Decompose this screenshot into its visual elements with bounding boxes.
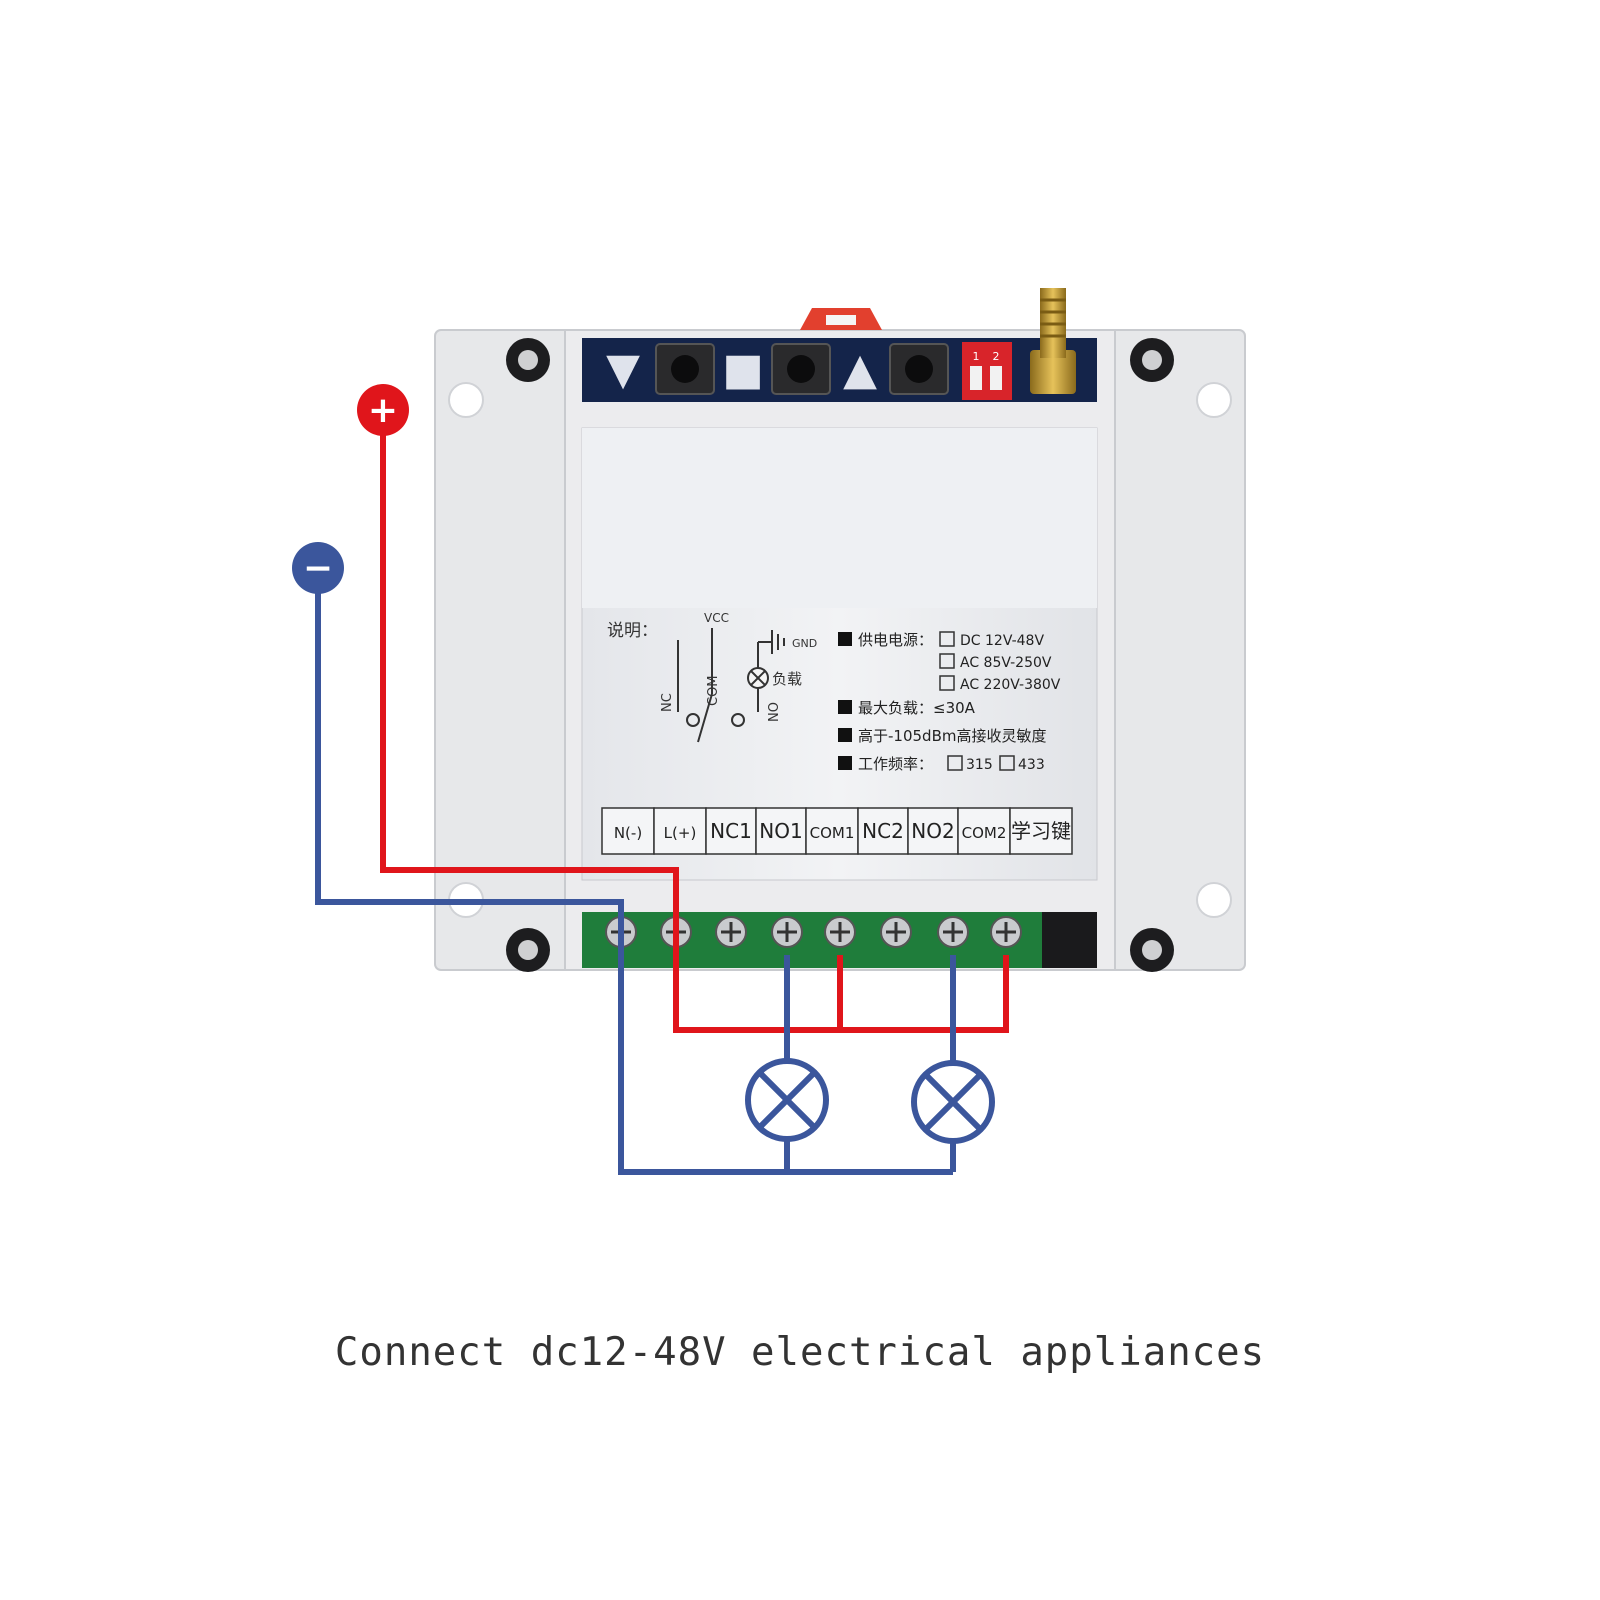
- relay-schematic: 说明： VCC NC COM NO GND 负载: [607, 611, 817, 743]
- terminal-label: NO1: [759, 819, 802, 843]
- down-arrow-icon: ▼: [606, 344, 640, 395]
- mount-hole: [448, 382, 484, 418]
- terminal-screw-icon[interactable]: [715, 916, 747, 948]
- terminal-label-cell: [907, 807, 959, 855]
- checkbox-ac-85: [939, 653, 955, 669]
- checkbox-315: [947, 755, 963, 771]
- terminal-label-cell: [653, 807, 707, 855]
- terminal-label-cell: [805, 807, 859, 855]
- terminal-label-cell: [705, 807, 757, 855]
- push-button-stop[interactable]: [771, 343, 831, 395]
- frequency-label: 工作频率：: [858, 755, 933, 773]
- terminal-screw-icon[interactable]: [990, 916, 1022, 948]
- negative-return-wire: [618, 930, 953, 1175]
- load-lamp-icon: [747, 667, 769, 689]
- mount-hole: [1196, 882, 1232, 918]
- terminal-label: N(-): [614, 824, 642, 842]
- caption: Connect dc12-48V electrical appliances: [334, 1330, 1266, 1375]
- antenna-connector-icon: [1030, 288, 1076, 394]
- screw-top-right: [1130, 338, 1174, 382]
- terminal-screw-icon[interactable]: [771, 916, 803, 948]
- learn-button-housing[interactable]: [1042, 912, 1097, 968]
- screw-bottom-left: [506, 928, 550, 972]
- negative-terminal-icon: −: [292, 542, 344, 594]
- positive-supply-wire: [380, 425, 679, 930]
- com-label: COM: [706, 675, 721, 706]
- power-option-dc: DC 12V-48V: [960, 633, 1044, 649]
- power-option-ac-220: AC 220V-380V: [960, 677, 1061, 693]
- terminal-label-cell: [857, 807, 909, 855]
- lamp-1-icon: [745, 1058, 829, 1142]
- terminal-label-cell: [957, 807, 1011, 855]
- push-button-up[interactable]: [889, 343, 949, 395]
- screw-bottom-right: [1130, 928, 1174, 972]
- up-arrow-icon: ▲: [843, 344, 877, 395]
- checkbox-433: [999, 755, 1015, 771]
- nc-label: NC: [660, 693, 675, 712]
- frequency-option-315: 315: [966, 757, 993, 773]
- lamp-2-icon: [911, 1060, 995, 1144]
- terminal-screw-icon[interactable]: [937, 916, 969, 948]
- dip-switch-label-1: 1: [973, 350, 980, 363]
- spec-list: 供电电源： DC 12V-48V AC 85V-250V AC 220V-380…: [838, 631, 1061, 773]
- max-load-label: 最大负载：≤30A: [858, 699, 976, 717]
- positive-symbol: +: [368, 390, 398, 431]
- push-button-down[interactable]: [655, 343, 715, 395]
- dip-switch[interactable]: 1 2: [962, 342, 1012, 400]
- terminal-label: NC2: [862, 819, 904, 843]
- terminal-block: [582, 912, 1042, 968]
- positive-terminal-icon: +: [357, 384, 409, 436]
- mount-flange-left: [434, 329, 586, 971]
- terminal-label-cell: [601, 807, 655, 855]
- terminal-label-cell: [1009, 807, 1073, 855]
- no-label: NO: [767, 702, 782, 722]
- terminal-screw-icon[interactable]: [880, 916, 912, 948]
- mount-hole: [1196, 382, 1232, 418]
- terminal-screw-icon[interactable]: [824, 916, 856, 948]
- terminal-label: NO2: [911, 819, 954, 843]
- stop-square-icon: ■: [722, 344, 764, 395]
- dip-switch-label-2: 2: [993, 350, 1000, 363]
- checkbox-ac-220: [939, 675, 955, 691]
- terminal-label: 学习键: [1011, 819, 1071, 843]
- screw-top-left: [506, 338, 550, 382]
- terminal-label: COM2: [962, 824, 1007, 842]
- vcc-label: VCC: [704, 611, 729, 625]
- power-option-ac-85: AC 85V-250V: [960, 655, 1052, 671]
- terminal-label: NC1: [710, 819, 752, 843]
- terminal-label-cell: [755, 807, 807, 855]
- terminal-label: L(+): [664, 824, 697, 842]
- sensitivity-label: 高于-105dBm高接收灵敏度: [858, 727, 1046, 745]
- relay-module: ▼ ■ ▲ 1 2 说明： VCC: [434, 288, 1246, 972]
- negative-symbol: −: [303, 548, 333, 589]
- mount-flange-right: [1094, 329, 1246, 971]
- negative-supply-wire: [315, 590, 624, 930]
- power-supply-label: 供电电源：: [858, 631, 933, 649]
- schematic-title: 说明：: [607, 621, 658, 641]
- checkbox-dc: [939, 631, 955, 647]
- load-label: 负载: [772, 670, 802, 688]
- terminal-label: COM1: [810, 824, 855, 842]
- wiring: [315, 425, 1009, 1175]
- frequency-option-433: 433: [1018, 757, 1045, 773]
- gnd-label: GND: [792, 637, 817, 650]
